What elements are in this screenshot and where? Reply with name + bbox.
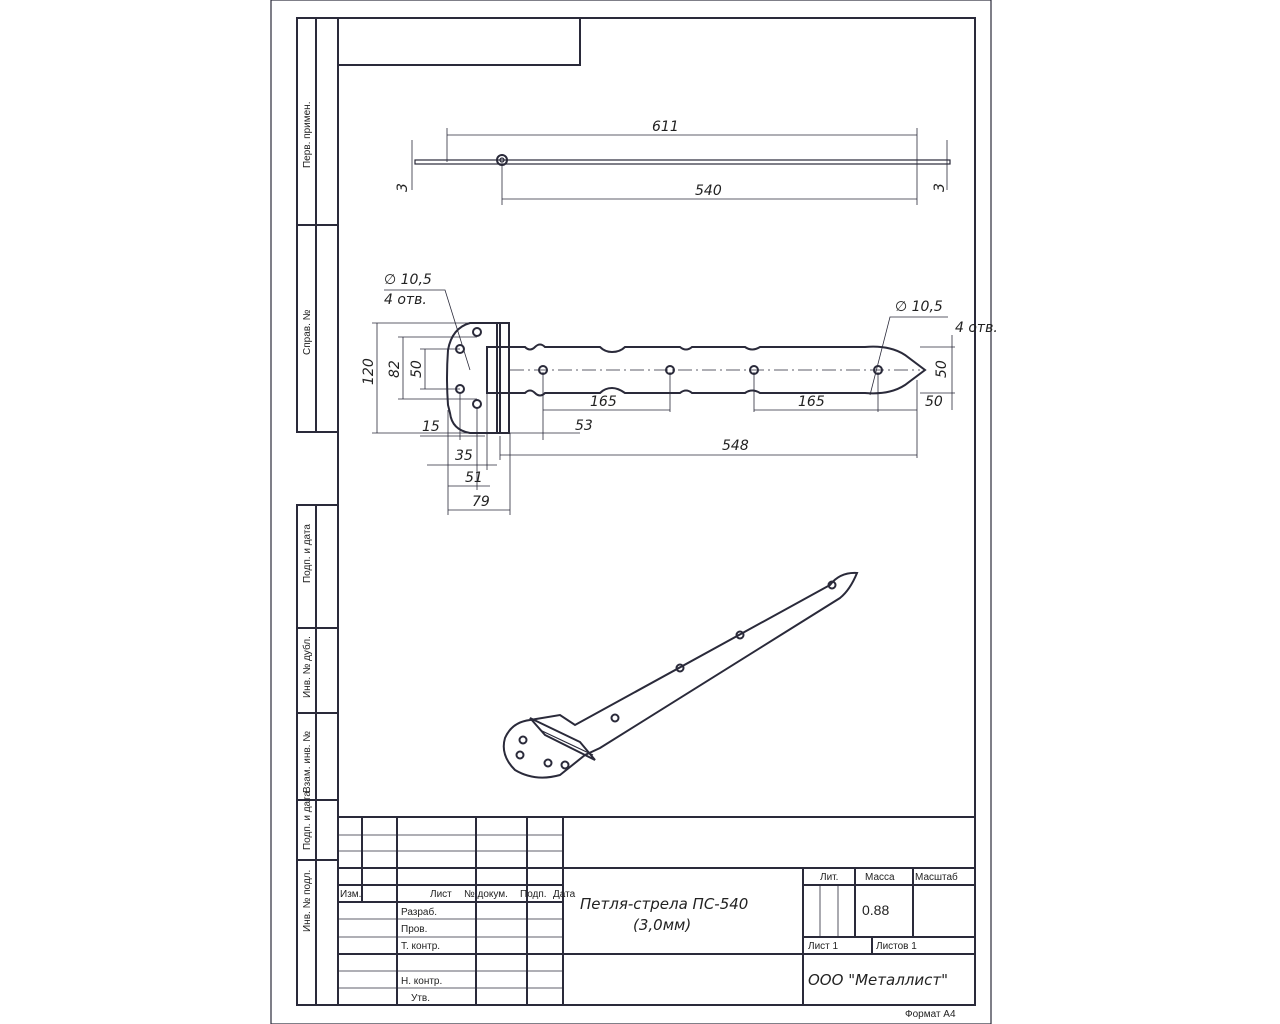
dim-51: 51 (465, 470, 483, 486)
role-n-kontr: Н. контр. (401, 976, 442, 987)
dim-15: 15 (422, 419, 440, 435)
dim-611: 611 (652, 119, 679, 135)
label-hole-left-count: 4 отв. (384, 292, 427, 308)
sheet-number: Лист 1 (808, 941, 839, 952)
stamp-sprav: Справ. № (302, 309, 313, 355)
role-prov: Пров. (401, 924, 427, 935)
mass-label: Масса (865, 872, 895, 883)
header-list: Лист (430, 889, 452, 900)
label-hole-right-count: 4 отв. (955, 320, 998, 336)
dim-120: 120 (361, 358, 377, 385)
stamp-inv-podl: Инв. № подл. (302, 870, 313, 932)
format-label: Формат А4 (905, 1009, 956, 1020)
dim-3-right: 3 (932, 183, 948, 192)
dim-165-first: 165 (590, 394, 617, 410)
stamp-podp-data-2: Подп. и дата (302, 791, 313, 850)
header-podp: Подп. (520, 889, 547, 900)
role-t-kontr: Т. контр. (401, 941, 440, 952)
dim-35: 35 (455, 448, 473, 464)
title-block: Изм. Лист № докум. Подп. Дата Разраб. Пр… (338, 816, 975, 1020)
dim-548: 548 (722, 438, 749, 454)
mass-value: 0.88 (862, 902, 889, 918)
dim-50-strap: 50 (934, 360, 950, 378)
dim-82: 82 (387, 360, 403, 378)
isometric-view (502, 571, 859, 779)
dim-53: 53 (575, 418, 593, 434)
stamp-vzam-inv: Взам. инв. № (302, 731, 313, 793)
dim-3-left: 3 (395, 183, 411, 192)
sheet-border (270, 0, 992, 1024)
dim-50-tip: 50 (925, 394, 943, 410)
drawing-frame (337, 17, 976, 1006)
header-data: Дата (553, 889, 576, 900)
drawing-title: Петля-стрела ПС-540 (580, 895, 748, 913)
header-izm: Изм. (340, 889, 361, 900)
lit-label: Лит. (820, 872, 838, 883)
dim-165-second: 165 (798, 394, 825, 410)
drawing-subtitle: (3,0мм) (633, 916, 691, 934)
scale-label: Масштаб (915, 871, 958, 883)
dim-50-inner: 50 (409, 360, 425, 378)
label-hole-left-diameter: ∅ 10,5 (384, 272, 432, 288)
front-view: ∅ 10,5 4 отв. ∅ 10,5 4 отв. 120 82 50 50… (361, 272, 998, 515)
side-stamps: Перв. примен. Справ. № Подп. и дата Инв.… (296, 17, 339, 1006)
dim-540: 540 (695, 183, 722, 199)
company-name: ООО "Металлист" (808, 971, 948, 989)
role-razrab: Разраб. (401, 906, 437, 918)
label-hole-right-diameter: ∅ 10,5 (895, 299, 943, 315)
sheets-total: Листов 1 (876, 941, 917, 952)
role-utv: Утв. (411, 993, 430, 1004)
stamp-podp-data-1: Подп. и дата (302, 524, 313, 583)
top-stamp-box (338, 18, 581, 66)
stamp-inv-dubl: Инв. № дубл. (301, 636, 313, 698)
top-view: 611 540 3 3 (395, 119, 951, 205)
stamp-perv-primen: Перв. примен. (302, 102, 313, 168)
dim-79: 79 (472, 494, 490, 510)
header-ndoc: № докум. (464, 889, 508, 900)
